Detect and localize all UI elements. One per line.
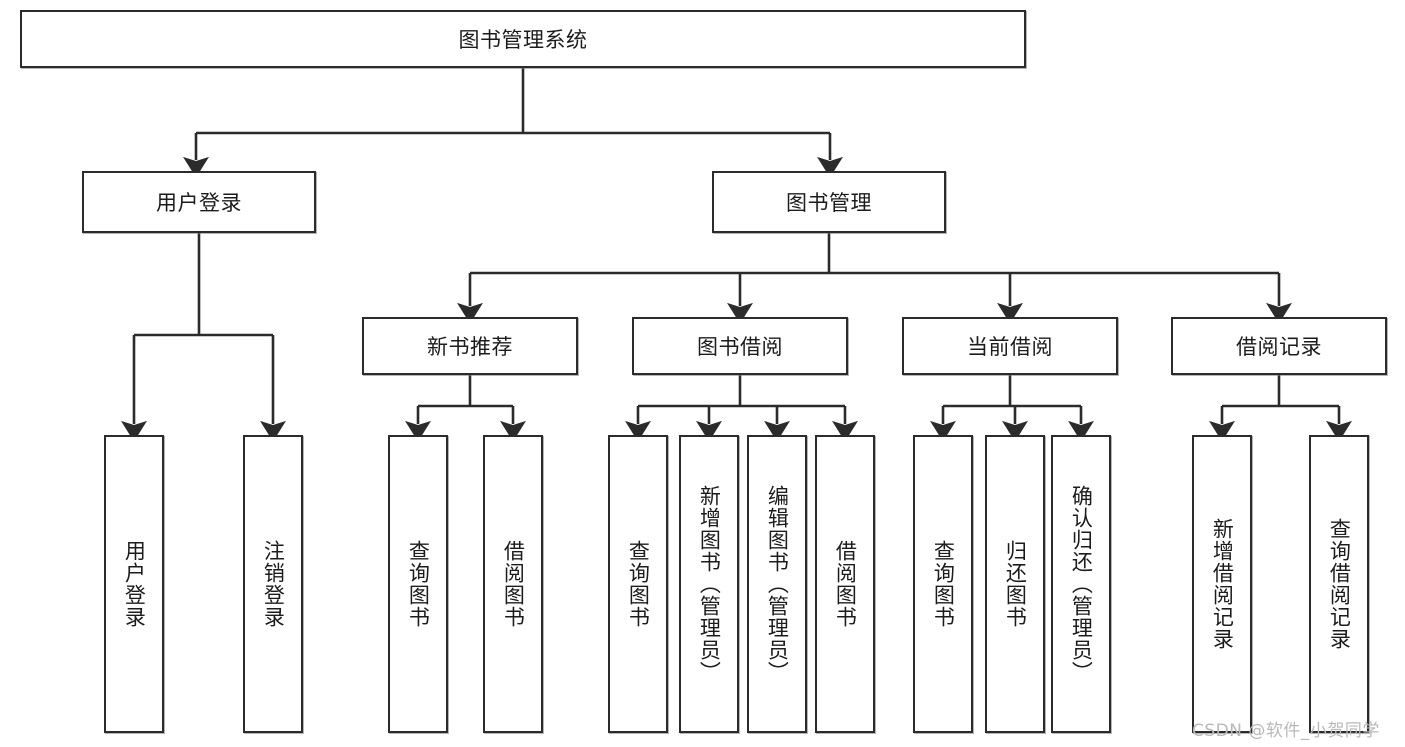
leaf-borrow-book-recommend[interactable]: 借阅图书 <box>483 435 543 733</box>
leaf-user-login-label: 用户登录 <box>122 540 147 628</box>
leaf-query-borrow-record-label: 查询借阅记录 <box>1327 518 1352 650</box>
leaf-borrow-book[interactable]: 借阅图书 <box>815 435 875 733</box>
node-book-borrow-label: 图书借阅 <box>697 335 783 359</box>
leaf-query-borrow-record[interactable]: 查询借阅记录 <box>1309 435 1369 733</box>
node-book-management[interactable]: 图书管理 <box>712 171 946 233</box>
leaf-borrow-book-recommend-label: 借阅图书 <box>501 540 526 628</box>
leaf-confirm-return-admin-label: 确认归还（管理员） <box>1069 485 1094 683</box>
leaf-return-book[interactable]: 归还图书 <box>985 435 1045 733</box>
leaf-add-book-admin[interactable]: 新增图书（管理员） <box>679 435 739 733</box>
node-book-borrow[interactable]: 图书借阅 <box>632 317 848 375</box>
leaf-edit-book-admin-label: 编辑图书（管理员） <box>765 485 790 683</box>
node-new-book-recommend-label: 新书推荐 <box>427 335 513 359</box>
node-user-login[interactable]: 用户登录 <box>82 171 316 233</box>
leaf-query-book-recommend-label: 查询图书 <box>406 540 431 628</box>
node-root[interactable]: 图书管理系统 <box>20 10 1026 68</box>
node-new-book-recommend[interactable]: 新书推荐 <box>362 317 578 375</box>
leaf-query-book-current-label: 查询图书 <box>931 540 956 628</box>
leaf-return-book-label: 归还图书 <box>1003 540 1028 628</box>
node-root-label: 图书管理系统 <box>458 28 588 52</box>
leaf-add-book-admin-label: 新增图书（管理员） <box>697 485 722 683</box>
leaf-query-book-current[interactable]: 查询图书 <box>913 435 973 733</box>
leaf-query-book-recommend[interactable]: 查询图书 <box>388 435 448 733</box>
leaf-borrow-book-label: 借阅图书 <box>833 540 858 628</box>
node-borrow-records[interactable]: 借阅记录 <box>1171 317 1387 375</box>
node-borrow-records-label: 借阅记录 <box>1236 335 1322 359</box>
csdn-watermark: CSDN @软件_小贺同学 <box>1192 721 1380 741</box>
leaf-add-borrow-record-label: 新增借阅记录 <box>1210 518 1235 650</box>
node-current-borrow-label: 当前借阅 <box>967 335 1053 359</box>
leaf-user-login[interactable]: 用户登录 <box>104 435 164 733</box>
leaf-confirm-return-admin[interactable]: 确认归还（管理员） <box>1051 435 1111 733</box>
leaf-add-borrow-record[interactable]: 新增借阅记录 <box>1192 435 1252 733</box>
node-user-login-label: 用户登录 <box>156 191 242 215</box>
leaf-logout[interactable]: 注销登录 <box>243 435 303 733</box>
leaf-edit-book-admin[interactable]: 编辑图书（管理员） <box>747 435 807 733</box>
leaf-query-book-borrow[interactable]: 查询图书 <box>608 435 668 733</box>
node-current-borrow[interactable]: 当前借阅 <box>902 317 1118 375</box>
node-book-management-label: 图书管理 <box>786 191 872 215</box>
leaf-query-book-borrow-label: 查询图书 <box>626 540 651 628</box>
leaf-logout-label: 注销登录 <box>261 540 286 628</box>
